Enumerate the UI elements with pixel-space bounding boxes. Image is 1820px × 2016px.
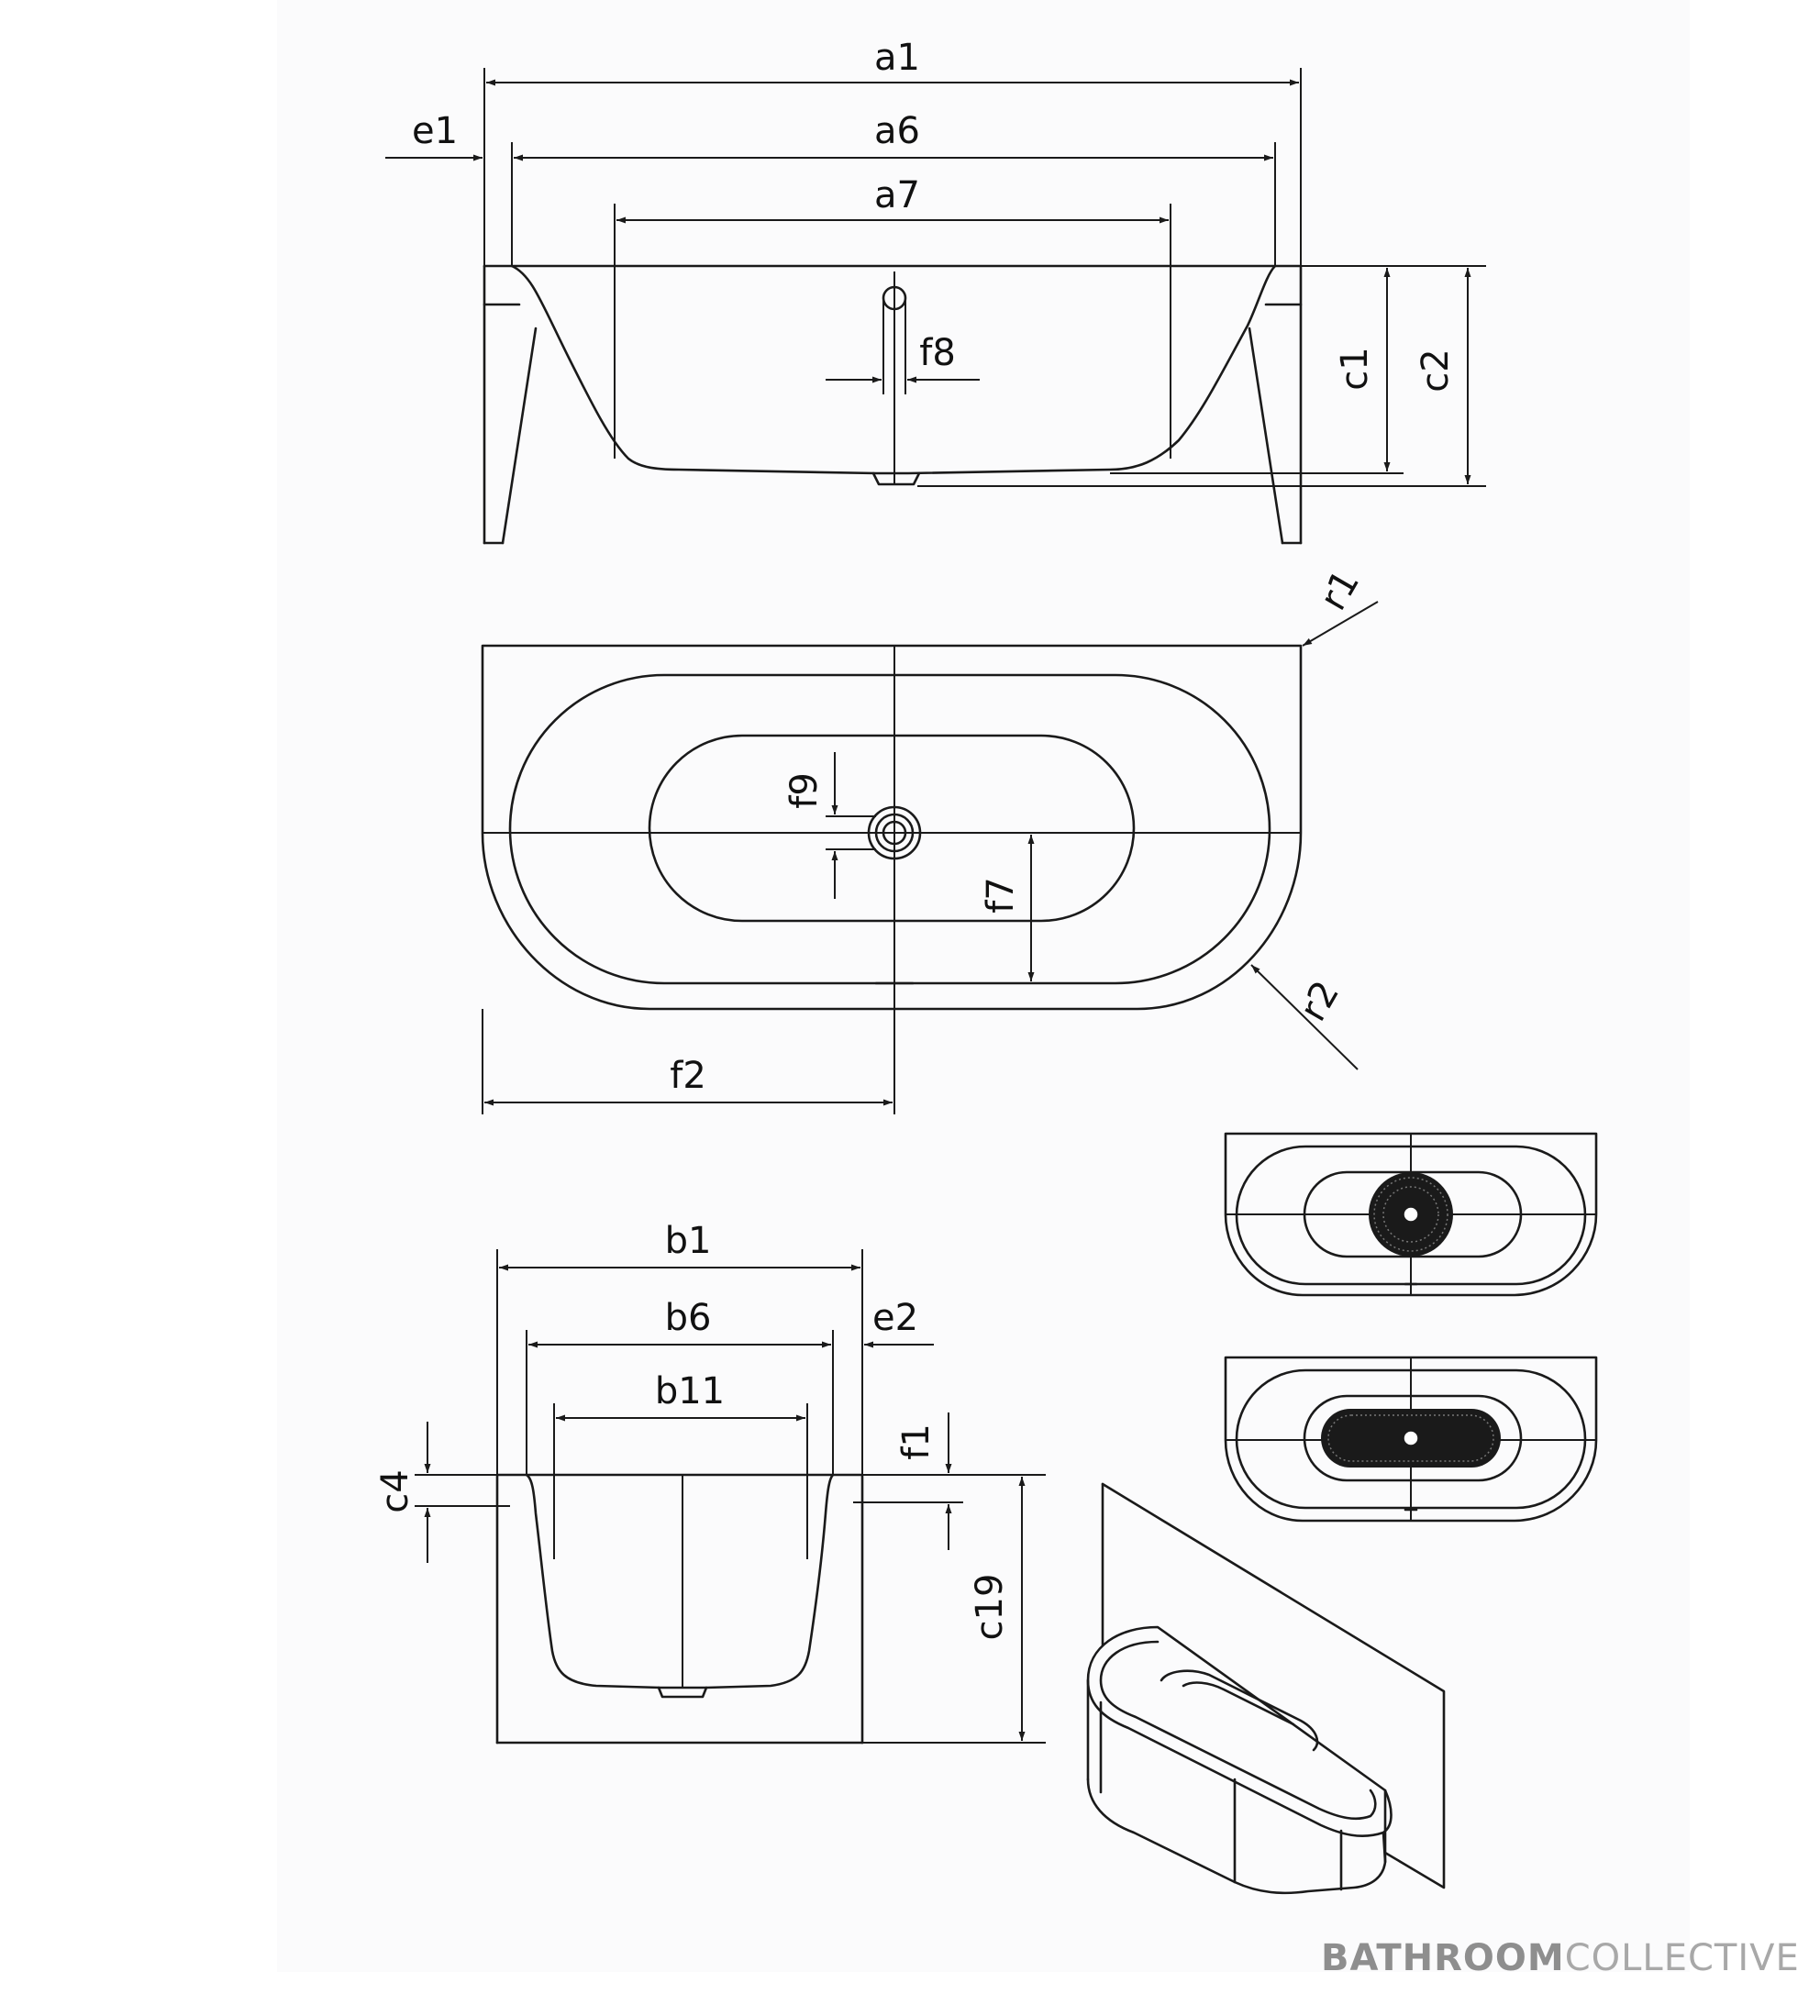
brand-word-bold: BATHROOM [1321,1937,1565,1979]
label-c4: c4 [374,1469,416,1512]
leader-r1 [1302,601,1379,647]
label-c2: c2 [1415,349,1457,392]
label-b6: b6 [665,1297,712,1339]
top-plan: r1 r2 f9 f7 f2 [481,563,1379,1114]
label-a1: a1 [874,37,920,79]
brand-word-light: COLLECTIVE [1564,1937,1800,1979]
side-elevation: b1 b6 e2 b11 f1 c4 c19 [374,1220,1046,1745]
paper-background [277,0,1690,1972]
label-a7: a7 [874,174,920,216]
label-c1: c1 [1334,347,1376,390]
plan-variant-round-drain [1224,1132,1598,1297]
label-r1: r1 [1312,563,1368,617]
label-e2: e2 [872,1297,918,1339]
leader-r2 [1250,964,1359,1070]
brand-logo: BATHROOMCOLLECTIVE [1321,1937,1800,1979]
label-c19: c19 [969,1574,1011,1641]
label-f1: f1 [895,1423,938,1460]
isometric-view [1086,1482,1446,1895]
label-e1: e1 [412,110,458,152]
label-f7: f7 [980,877,1022,914]
label-a6: a6 [874,110,920,152]
label-f8: f8 [919,332,956,374]
label-f9: f9 [783,772,826,809]
front-elevation: a1 a6 e1 a7 f8 c1 c2 [385,37,1486,545]
label-r2: r2 [1292,974,1348,1028]
label-b11: b11 [655,1370,725,1412]
label-b1: b1 [665,1220,712,1262]
plan-variant-oval-drain [1224,1356,1598,1523]
label-f2: f2 [670,1055,706,1097]
